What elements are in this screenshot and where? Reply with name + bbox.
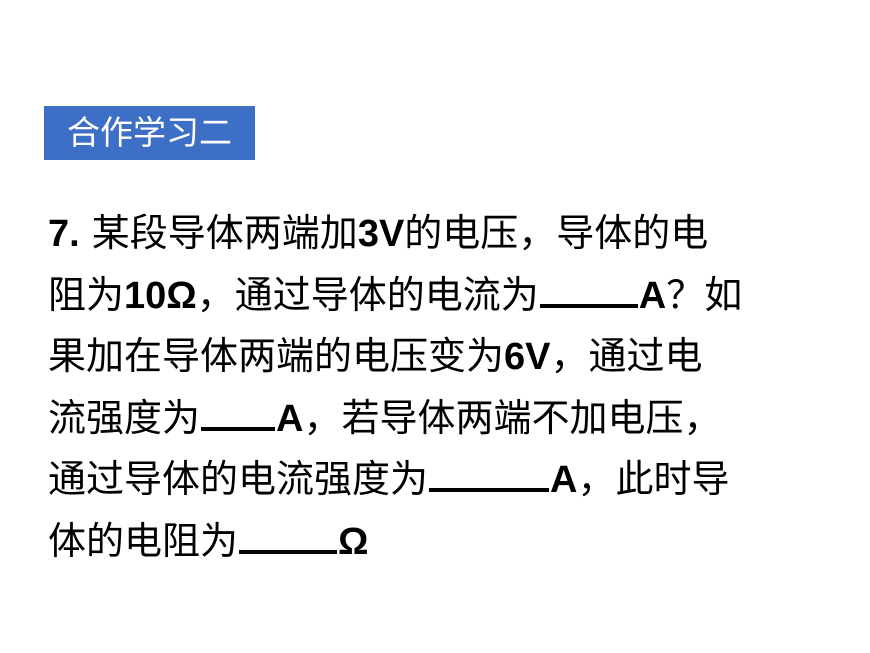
voltage-value: 3V — [357, 213, 405, 255]
unit-label: A — [550, 459, 578, 501]
text-segment: ，通过导体的电流为 — [196, 272, 539, 317]
answer-blank-1[interactable] — [539, 270, 638, 308]
answer-blank-3[interactable] — [429, 454, 550, 492]
text-segment: 某段导体两端加 — [91, 211, 358, 255]
answer-blank-2[interactable] — [201, 393, 276, 431]
voltage-value: 6V — [504, 336, 551, 378]
question-line-2: 阻为10Ω，通过导体的电流为 A？如 — [48, 265, 848, 327]
section-label: 合作学习二 — [44, 106, 255, 160]
question-line-1: 7. 某段导体两端加3V的电压，导体的电 — [48, 203, 848, 265]
question-line-3: 果加在导体两端的电压变为6V，通过电 — [48, 326, 848, 388]
text-segment: 阻为 — [48, 272, 125, 317]
text-segment: 通过导体的电流强度为 — [48, 457, 429, 501]
text-segment: 果加在导体两端的电压变为 — [48, 334, 505, 378]
text-segment: 流强度为 — [48, 395, 201, 440]
question-line-6: 体的电阻为 Ω — [48, 511, 848, 573]
unit-label: A — [638, 274, 667, 317]
text-segment: ？如 — [666, 272, 743, 317]
text-segment: ，若导体两端不加电压， — [303, 395, 722, 440]
text-segment: ，此时导 — [577, 457, 730, 501]
question-line-5: 通过导体的电流强度为 A，此时导 — [48, 449, 848, 511]
answer-blank-4[interactable] — [239, 516, 338, 554]
resistance-value: 10Ω — [124, 274, 197, 317]
unit-label: Ω — [338, 520, 369, 563]
question-line-4: 流强度为 A，若导体两端不加电压， — [48, 388, 848, 450]
text-segment: 的电压，导体的电 — [404, 211, 709, 255]
question-number: 7. — [48, 213, 80, 255]
text-segment: 体的电阻为 — [48, 518, 239, 563]
text-segment: ，通过电 — [550, 334, 703, 378]
unit-label: A — [276, 397, 304, 440]
